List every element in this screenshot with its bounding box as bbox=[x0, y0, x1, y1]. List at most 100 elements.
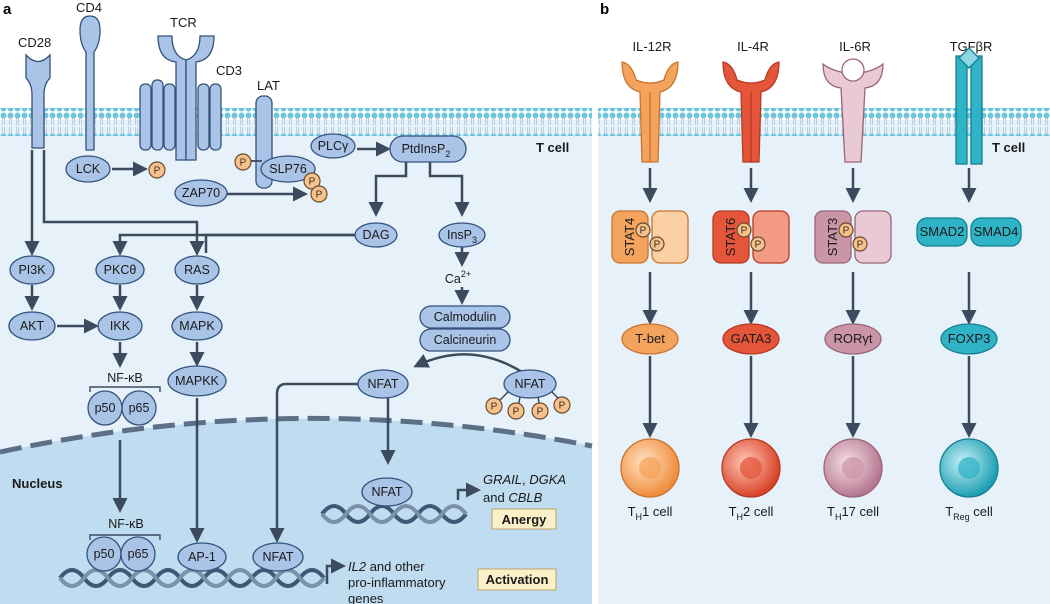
svg-text:P: P bbox=[741, 226, 748, 237]
phospho-marker: P bbox=[485, 397, 503, 415]
activation-genes-line2: pro-inflammatory bbox=[348, 575, 446, 590]
cell-treg bbox=[939, 438, 999, 498]
panel-b-label: b bbox=[600, 1, 609, 18]
svg-text:P: P bbox=[316, 190, 323, 201]
nfat-node: NFAT bbox=[357, 369, 409, 399]
receptor-label: TGFβR bbox=[950, 39, 993, 54]
svg-text:P: P bbox=[857, 240, 864, 251]
nuclear-envelope bbox=[0, 415, 593, 455]
cd3-left bbox=[139, 79, 176, 151]
cell-th2 bbox=[721, 438, 781, 498]
cd3-right bbox=[197, 83, 222, 151]
svg-text:ZAP70: ZAP70 bbox=[182, 186, 220, 200]
receptor-th17 bbox=[822, 58, 884, 163]
lat-label: LAT bbox=[257, 78, 280, 93]
receptor-th1 bbox=[621, 61, 679, 163]
phospho-marker: P bbox=[531, 402, 549, 420]
tf-th1: T-bet bbox=[621, 323, 679, 355]
svg-text:IKK: IKK bbox=[110, 319, 131, 333]
ikk-node: IKK bbox=[97, 311, 143, 341]
panel-a-arrows bbox=[24, 141, 523, 543]
nfkb-label-top: NF-κB bbox=[107, 371, 142, 385]
tf-treg: FOXP3 bbox=[940, 323, 998, 355]
phospho-marker: P bbox=[507, 402, 525, 420]
svg-text:P: P bbox=[640, 226, 647, 237]
svg-text:Anergy: Anergy bbox=[502, 512, 548, 527]
svg-text:NFAT: NFAT bbox=[371, 485, 402, 499]
phospho-marker: P bbox=[750, 236, 766, 252]
svg-text:PI3K: PI3K bbox=[18, 263, 46, 277]
svg-text:P: P bbox=[491, 402, 498, 413]
nfkb-bracket-top bbox=[89, 386, 161, 392]
svg-text:NFAT: NFAT bbox=[262, 550, 293, 564]
svg-text:P: P bbox=[537, 407, 544, 418]
svg-text:PKCθ: PKCθ bbox=[104, 263, 137, 277]
cd28-receptor bbox=[25, 53, 51, 149]
cd28-label: CD28 bbox=[18, 35, 51, 50]
svg-text:P: P bbox=[309, 177, 316, 188]
arrow-ptdinsp2-insp3 bbox=[428, 162, 470, 217]
smad4-label: SMAD4 bbox=[974, 224, 1019, 239]
svg-text:DAG: DAG bbox=[362, 228, 389, 242]
svg-text:AP-1: AP-1 bbox=[188, 550, 216, 564]
cell-label-treg: TReg cell bbox=[945, 504, 993, 522]
panel-a-cell-label: T cell bbox=[536, 140, 569, 155]
smad2-label: SMAD2 bbox=[920, 224, 965, 239]
pi3k-node: PI3K bbox=[9, 255, 55, 285]
phospho-marker: P bbox=[234, 153, 252, 171]
nfat-phospho-node: NFAT bbox=[503, 369, 557, 399]
panel-a-label: a bbox=[3, 1, 12, 18]
ptdinsp2-node: PtdInsP2 bbox=[389, 135, 467, 163]
stat-label: STAT3 bbox=[825, 218, 840, 257]
cell-th1 bbox=[620, 438, 680, 498]
svg-text:p50: p50 bbox=[94, 547, 115, 561]
tcr-receptor bbox=[157, 35, 215, 161]
mapk-node: MAPK bbox=[171, 311, 223, 341]
svg-text:T-bet: T-bet bbox=[635, 331, 665, 346]
svg-text:FOXP3: FOXP3 bbox=[948, 331, 991, 346]
receptor-label: IL-4R bbox=[737, 39, 769, 54]
svg-text:Calmodulin: Calmodulin bbox=[434, 310, 497, 324]
anergy-badge: Anergy bbox=[491, 508, 557, 530]
phospho-marker: P bbox=[553, 396, 571, 414]
svg-text:Calcineurin: Calcineurin bbox=[434, 333, 497, 347]
nfkb-bracket-bottom bbox=[89, 534, 161, 540]
cell-label-th2: TH2 cell bbox=[729, 504, 774, 522]
arrow-activation bbox=[325, 558, 346, 584]
phospho-marker: P bbox=[635, 222, 651, 238]
arrow-dag-ras bbox=[204, 233, 356, 253]
svg-text:p65: p65 bbox=[128, 547, 149, 561]
cell-label-th1: TH1 cell bbox=[628, 504, 673, 522]
svg-text:PtdInsP2: PtdInsP2 bbox=[402, 142, 451, 159]
activation-badge: Activation bbox=[477, 568, 557, 591]
phospho-marker: P bbox=[148, 161, 166, 179]
phospho-marker: P bbox=[303, 172, 321, 190]
tf-th2: GATA3 bbox=[722, 323, 780, 355]
akt-node: AKT bbox=[8, 311, 56, 341]
svg-text:P: P bbox=[654, 240, 661, 251]
nfkb-label-bottom: NF-κB bbox=[108, 517, 143, 531]
svg-text:NFAT: NFAT bbox=[367, 377, 398, 391]
p50-node-bottom: p50 bbox=[86, 536, 122, 572]
svg-text:P: P bbox=[513, 407, 520, 418]
zap70-node: ZAP70 bbox=[174, 179, 228, 207]
svg-text:P: P bbox=[240, 158, 247, 169]
cd4-label: CD4 bbox=[76, 0, 102, 15]
p50-node-top: p50 bbox=[87, 390, 123, 426]
mapkk-node: MAPKK bbox=[167, 365, 227, 397]
smad-dimer: SMAD2 SMAD4 bbox=[916, 217, 1022, 247]
svg-text:P: P bbox=[843, 226, 850, 237]
svg-text:SLP76: SLP76 bbox=[269, 162, 307, 176]
calcium-label: Ca2+ bbox=[445, 269, 471, 286]
phospho-marker: P bbox=[310, 185, 328, 203]
phospho-marker: P bbox=[852, 236, 868, 252]
calmodulin-node: Calmodulin bbox=[419, 305, 511, 329]
cd3-label: CD3 bbox=[216, 63, 242, 78]
stat-label: STAT4 bbox=[622, 218, 637, 257]
